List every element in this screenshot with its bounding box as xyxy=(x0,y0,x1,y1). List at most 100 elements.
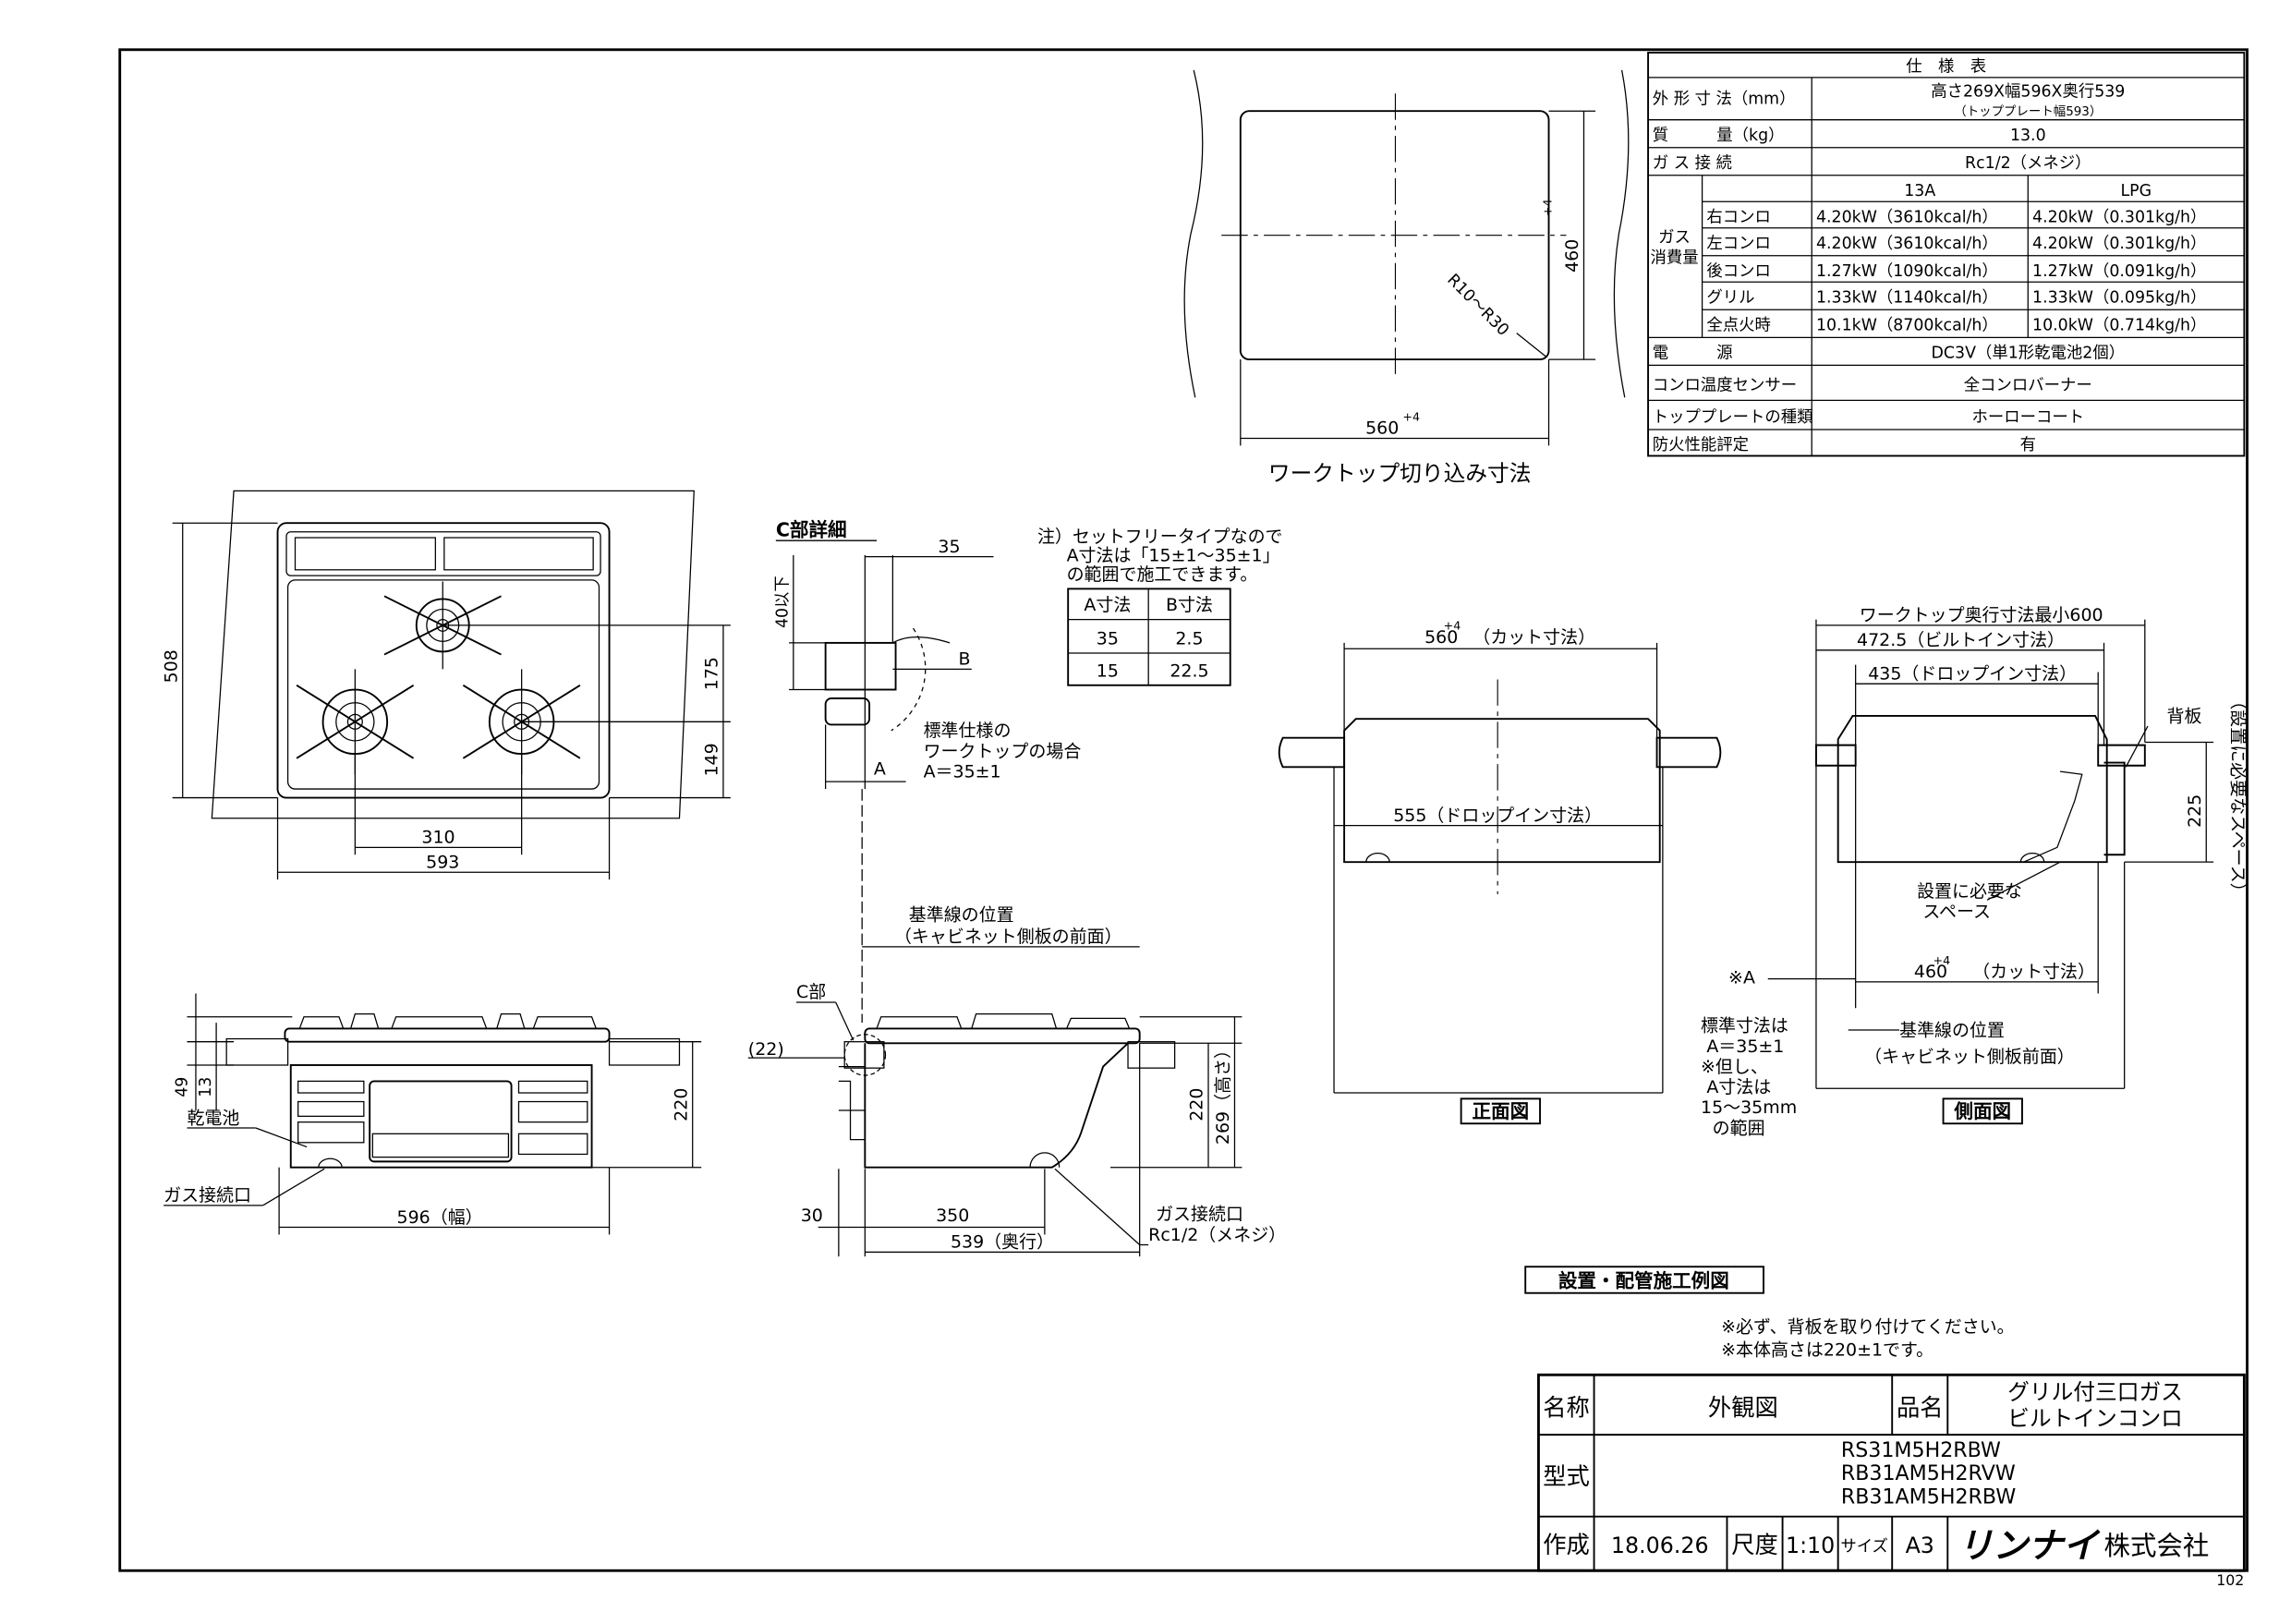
install-front-view: 560 +4 （カット寸法） 555（ドロップイン寸法） 正面図 xyxy=(1278,619,1722,1125)
install-side-ref-2: （キャビネット側板前面） xyxy=(1864,1047,2075,1067)
top-dim-310: 310 xyxy=(421,828,455,848)
top-dim-593: 593 xyxy=(426,852,459,872)
detail-c-b: B xyxy=(959,649,971,670)
tb-model: RB31AM5H2RBW xyxy=(1841,1485,2016,1509)
install-front-caption: 正面図 xyxy=(1473,1100,1530,1122)
side-dim-220: 220 xyxy=(1187,1088,1207,1121)
page-number: 102 xyxy=(2216,1571,2244,1589)
install-side-builtin: 472.5（ビルトイン寸法） xyxy=(1857,630,2065,650)
side-dim-30: 30 xyxy=(801,1206,823,1226)
install-front-dropin: 555（ドロップイン寸法） xyxy=(1393,806,1602,826)
side-gas-port-1: ガス接続口 xyxy=(1156,1205,1243,1225)
gas-header-lpg: LPG xyxy=(2121,182,2152,200)
spec-label-gas: ガ ス 接 続 xyxy=(1653,154,1732,173)
front-dim-596: 596（幅） xyxy=(397,1207,483,1228)
spec-value-fire: 有 xyxy=(2020,436,2036,454)
gas-header-13a: 13A xyxy=(1904,182,1935,200)
front-dim-13: 13 xyxy=(197,1077,215,1097)
tb-made-label: 作成 xyxy=(1543,1532,1590,1558)
install-side-std-3: ※但し、 xyxy=(1701,1057,1768,1077)
side-view-unit: C部 (22) 220 269（高さ） 30 350 539（奥行） ガス接続口… xyxy=(748,982,1286,1257)
side-dim-269: 269（高さ） xyxy=(1213,1041,1233,1145)
spec-label-dims: 外 形 寸 法（mm） xyxy=(1653,90,1796,108)
install-side-ref-1: 基準線の位置 xyxy=(1899,1020,2005,1040)
tb-size: A3 xyxy=(1906,1533,1934,1558)
install-side-tol: +4 xyxy=(1933,953,1950,967)
install-side-space-2: スペース xyxy=(1922,902,1991,922)
cutout-width-tol: +4 xyxy=(1402,410,1420,424)
install-side-std-2: A＝35±1 xyxy=(1706,1036,1784,1057)
tb-name-value: 外観図 xyxy=(1708,1395,1778,1422)
gas-row-label: 全点火時 xyxy=(1706,316,1771,334)
gas-row-lpg: 1.27kW（0.091kg/h） xyxy=(2032,262,2206,281)
front-view-unit: 49 13 220 596（幅） 乾電池 ガス接続口 xyxy=(164,993,702,1235)
ab-cell: 2.5 xyxy=(1175,628,1203,648)
battery-label: 乾電池 xyxy=(187,1108,239,1128)
tb-product-label: 品名 xyxy=(1897,1395,1944,1422)
detail-c-note-2: ワークトップの場合 xyxy=(924,741,1082,761)
ref-line-2: （キャビネット側板の前面） xyxy=(894,927,1122,947)
spec-value-sensor: 全コンロバーナー xyxy=(1964,376,2092,394)
ab-note: 注）セットフリータイプなので A寸法は「15±1～35±1」 の範囲で施工できま… xyxy=(1037,527,1283,686)
tb-date: 18.06.26 xyxy=(1611,1533,1709,1558)
detail-c-note-3: A＝35±1 xyxy=(924,761,1001,782)
side-dim-350: 350 xyxy=(936,1206,969,1226)
cutout-depth-dim: 460 xyxy=(1562,239,1582,273)
install-front-cut-note: （カット寸法） xyxy=(1473,627,1595,648)
spec-title: 仕 様 表 xyxy=(1906,57,1986,76)
tb-name-label: 名称 xyxy=(1543,1395,1590,1422)
ab-cell: 22.5 xyxy=(1170,661,1208,681)
install-side-space-note: （設置に必要なスペース） xyxy=(2228,692,2249,900)
install-side-cut: 460 xyxy=(1914,962,1947,982)
ab-note-line1: 注）セットフリータイプなので xyxy=(1037,527,1283,547)
ab-note-line2: A寸法は「15±1～35±1」 xyxy=(1067,545,1280,565)
install-front-cut: 560 xyxy=(1424,627,1458,648)
tb-scale-label: 尺度 xyxy=(1731,1532,1778,1558)
reference-line-note: 基準線の位置 （キャビネット側板の前面） xyxy=(861,789,1140,1024)
top-dim-175: 175 xyxy=(702,657,722,690)
spec-label-mass: 質 量（kg） xyxy=(1653,127,1785,145)
install-side-space-1: 設置に必要な xyxy=(1917,881,2022,902)
top-dim-508: 508 xyxy=(161,649,181,683)
install-side-std-5: 15～35mm xyxy=(1701,1097,1797,1118)
spec-value-gas: Rc1/2（メネジ） xyxy=(1965,154,2091,173)
top-view: 508 175 149 310 593 xyxy=(161,490,731,880)
front-gas-port-label: ガス接続口 xyxy=(164,1185,251,1206)
install-side-mark-a: ※A xyxy=(1728,967,1755,988)
gas-row-label: 右コンロ xyxy=(1706,208,1771,226)
gas-row-13a: 1.27kW（1090kcal/h） xyxy=(1816,262,1998,281)
spec-label-power: 電 源 xyxy=(1653,344,1733,362)
detail-c-40: 40以下 xyxy=(774,576,793,628)
install-side-depth-min: ワークトップ奥行寸法最小600 xyxy=(1860,605,2103,625)
spec-value-mass: 13.0 xyxy=(2010,127,2046,145)
spec-label-sensor: コンロ温度センサー xyxy=(1653,376,1797,394)
detail-c-title: C部詳細 xyxy=(776,518,847,540)
gas-row-13a: 1.33kW（1140kcal/h） xyxy=(1816,288,1998,307)
cutout-width-dim: 560 xyxy=(1365,418,1399,439)
side-gas-port-2: Rc1/2（メネジ） xyxy=(1148,1225,1286,1245)
rinnai-logo: リンナイ xyxy=(1958,1525,2101,1566)
install-side-dropin: 435（ドロップイン寸法） xyxy=(1868,663,2077,684)
spec-value-dims: 高さ269X幅596X奥行539 xyxy=(1931,82,2125,101)
tb-size-label: サイズ xyxy=(1840,1538,1888,1557)
tb-model-label: 型式 xyxy=(1543,1463,1590,1490)
detail-c: C部詳細 35 40以下 B A 標準仕様の ワークトップの場合 A＝35±1 xyxy=(774,518,1082,790)
side-dim-539: 539（奥行） xyxy=(951,1232,1054,1253)
spec-label-plate: トッププレートの種類 xyxy=(1653,408,1813,427)
detail-c-35: 35 xyxy=(938,537,960,557)
gas-row-13a: 4.20kW（3610kcal/h） xyxy=(1816,235,1998,253)
front-dim-49: 49 xyxy=(173,1077,191,1097)
c-part-label: C部 xyxy=(796,982,826,1002)
ab-header-b: B寸法 xyxy=(1166,595,1213,615)
install-side-std-6: の範囲 xyxy=(1713,1118,1765,1138)
worktop-cutout-view: 460 +4 560 +4 R10～R30 ワークトップ切り込み寸法 xyxy=(1183,69,1630,486)
gas-row-lpg: 4.20kW（0.301kg/h） xyxy=(2032,208,2206,226)
detail-c-note-1: 標準仕様の xyxy=(924,721,1012,741)
install-side-std-4: A寸法は xyxy=(1706,1077,1771,1097)
install-title: 設置・配管施工例図 xyxy=(1558,1269,1729,1291)
install-side-view: ワークトップ奥行寸法最小600 472.5（ビルトイン寸法） 435（ドロップイ… xyxy=(1701,605,2249,1138)
gas-row-label: グリル xyxy=(1706,288,1754,307)
spec-value-dims-sub: （トッププレート幅593） xyxy=(1954,104,2102,119)
install-front-tol: +4 xyxy=(1444,619,1461,633)
